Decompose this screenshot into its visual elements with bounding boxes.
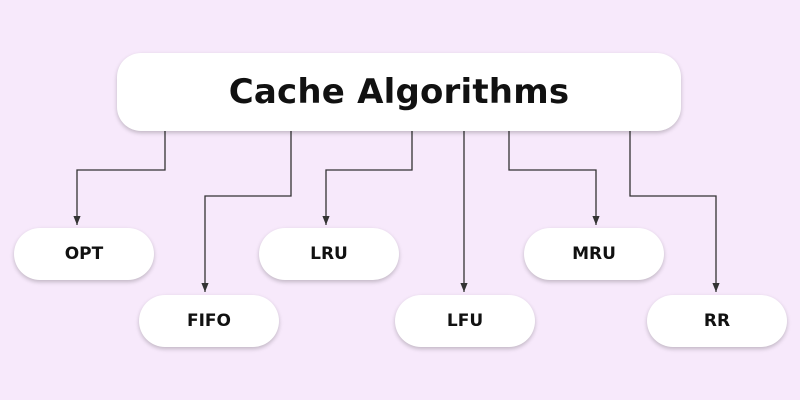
connector-rr [629,131,720,292]
node-lfu-label: LFU [446,311,484,331]
node-fifo: FIFO [139,295,279,347]
node-rr-label: RR [703,311,731,331]
connector-opt [73,131,166,225]
node-fifo-label: FIFO [186,311,231,331]
root-node-cache-algorithms: Cache Algorithms [117,53,681,131]
connector-lru [322,131,413,225]
node-mru-label: MRU [572,244,616,264]
node-lfu: LFU [395,295,535,347]
node-rr: RR [647,295,787,347]
node-lru: LRU [259,228,399,280]
node-opt: OPT [14,228,154,280]
root-node-label: Cache Algorithms [228,72,570,112]
node-opt-label: OPT [64,244,104,264]
connector-mru [508,131,600,225]
node-mru: MRU [524,228,664,280]
connector-fifo [201,131,292,292]
node-lru-label: LRU [310,244,348,264]
